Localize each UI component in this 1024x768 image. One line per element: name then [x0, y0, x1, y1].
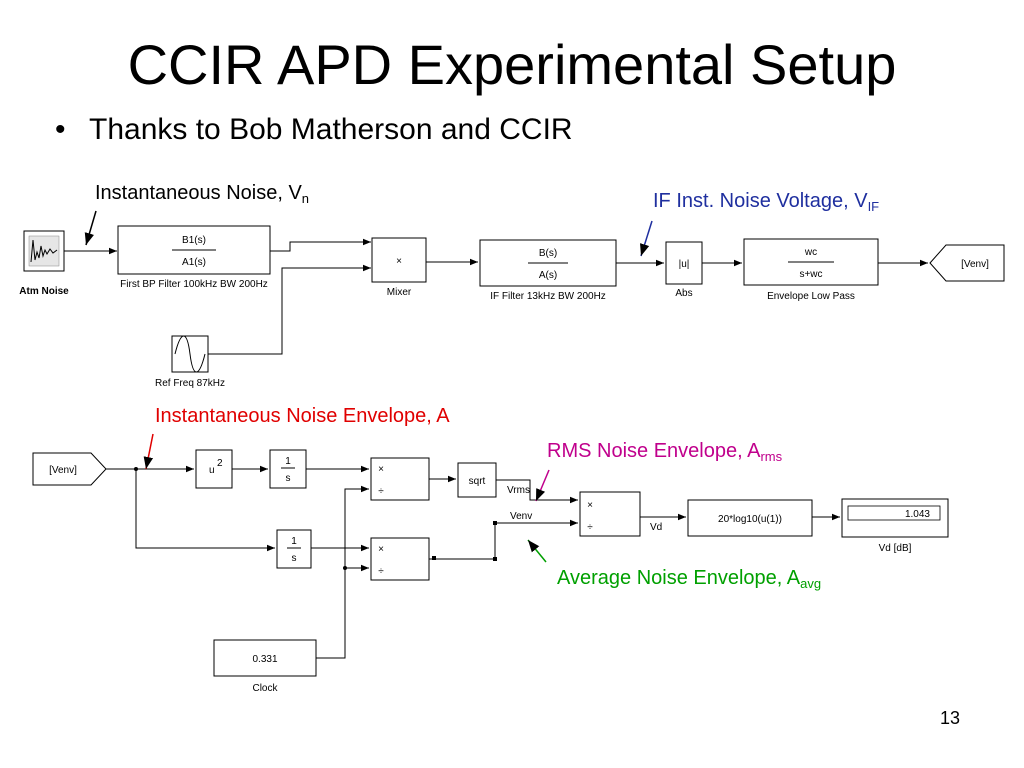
product-2-block[interactable]: × ÷ [370, 537, 430, 581]
square-label: u [209, 465, 215, 476]
from-venv-block[interactable]: [Venv] [32, 452, 107, 486]
goto-venv-label: [Venv] [961, 259, 989, 270]
int1-den: s [286, 473, 291, 484]
label-inst-noise: Instantaneous Noise, Vn [95, 182, 310, 206]
from-venv-label: [Venv] [49, 465, 77, 476]
prod3-mul: × [587, 500, 593, 511]
atm-noise-block[interactable] [23, 230, 65, 272]
atm-noise-caption: Atm Noise [19, 286, 69, 297]
mixer-symbol: × [396, 256, 402, 267]
clock-caption: Clock [252, 683, 278, 694]
branch-point-clock [343, 566, 347, 570]
wire-clock-to-prod1 [344, 485, 369, 568]
display-block[interactable]: 1.043 [841, 498, 949, 538]
mixer-block[interactable]: × [371, 237, 427, 283]
wire-clock-to-prod2 [316, 564, 369, 659]
page-number: 13 [940, 708, 961, 728]
db-label: 20*log10(u(1)) [718, 514, 782, 525]
prod3-div: ÷ [587, 522, 593, 533]
product-1-block[interactable]: × ÷ [370, 457, 430, 501]
bullet-item: • Thanks to Bob Matherson and CCIR [55, 112, 573, 148]
signal-marker-2 [493, 521, 497, 525]
product-3-block[interactable]: × ÷ [579, 491, 641, 537]
prod2-div: ÷ [378, 566, 384, 577]
integrator-1-block[interactable]: 1 s [269, 449, 307, 489]
display-caption: Vd [dB] [879, 543, 912, 554]
label-inst-envelope: Instantaneous Noise Envelope, A [155, 405, 450, 427]
wire-prod2-to-prod3 [429, 519, 578, 560]
mixer-caption: Mixer [387, 287, 412, 298]
branch-point [134, 467, 138, 471]
bullet-text: Thanks to Bob Matherson and CCIR [89, 113, 573, 146]
int1-num: 1 [285, 456, 291, 467]
pointer-inst-noise [84, 210, 97, 246]
abs-block[interactable]: |u| [665, 241, 703, 285]
square-block[interactable]: u 2 [195, 449, 233, 489]
env-lp-den: s+wc [799, 269, 822, 280]
prod1-div: ÷ [378, 486, 384, 497]
wire-ref-to-mixer [208, 264, 371, 355]
signal-vrms: Vrms [507, 485, 530, 496]
goto-venv-block[interactable]: [Venv] [929, 244, 1005, 282]
signal-marker-3 [493, 557, 497, 561]
sqrt-label: sqrt [469, 476, 486, 487]
int2-den: s [292, 553, 297, 564]
db-block[interactable]: 20*log10(u(1)) [687, 499, 813, 537]
abs-caption: Abs [675, 288, 692, 299]
if-filter-den: A(s) [539, 270, 557, 281]
label-rms-envelope: RMS Noise Envelope, Arms [547, 440, 783, 464]
bp-filter-den: A1(s) [182, 257, 206, 268]
display-value: 1.043 [905, 509, 930, 520]
if-filter-num: B(s) [539, 248, 557, 259]
square-sup: 2 [217, 458, 223, 469]
label-avg-envelope: Average Noise Envelope, Aavg [557, 567, 822, 591]
prod1-mul: × [378, 464, 384, 475]
bullet-icon: • [55, 113, 66, 146]
env-lp-num: wc [804, 247, 817, 258]
clock-value: 0.331 [252, 654, 277, 665]
wire-sqrt-to-prod3 [496, 479, 578, 504]
signal-marker-1 [432, 556, 436, 560]
int2-num: 1 [291, 536, 297, 547]
label-if-voltage: IF Inst. Noise Voltage, VIF [653, 190, 880, 214]
pointer-rms-envelope [535, 469, 550, 502]
bp-filter-num: B1(s) [182, 235, 206, 246]
abs-symbol: |u| [679, 259, 690, 270]
if-filter-block[interactable]: B(s) A(s) [479, 239, 617, 287]
clock-block[interactable]: 0.331 [213, 639, 317, 677]
slide-title: CCIR APD Experimental Setup [127, 33, 897, 96]
pointer-avg-envelope [527, 539, 547, 563]
bp-filter-caption: First BP Filter 100kHz BW 200Hz [120, 279, 268, 290]
prod2-mul: × [378, 544, 384, 555]
wire-bp-to-mixer [270, 238, 371, 252]
signal-vd: Vd [650, 522, 662, 533]
env-lp-caption: Envelope Low Pass [767, 291, 855, 302]
if-filter-caption: IF Filter 13kHz BW 200Hz [490, 291, 606, 302]
sqrt-block[interactable]: sqrt [457, 462, 497, 498]
pointer-if-voltage [640, 220, 653, 257]
wire-from-to-int2 [135, 469, 275, 552]
ref-freq-block[interactable] [171, 335, 209, 373]
signal-venv: Venv [510, 511, 532, 522]
integrator-2-block[interactable]: 1 s [276, 529, 312, 569]
envelope-lowpass-block[interactable]: wc s+wc [743, 238, 879, 286]
bp-filter-block[interactable]: B1(s) A1(s) [117, 225, 271, 275]
pointer-inst-envelope [143, 433, 154, 470]
ref-freq-caption: Ref Freq 87kHz [155, 378, 225, 389]
